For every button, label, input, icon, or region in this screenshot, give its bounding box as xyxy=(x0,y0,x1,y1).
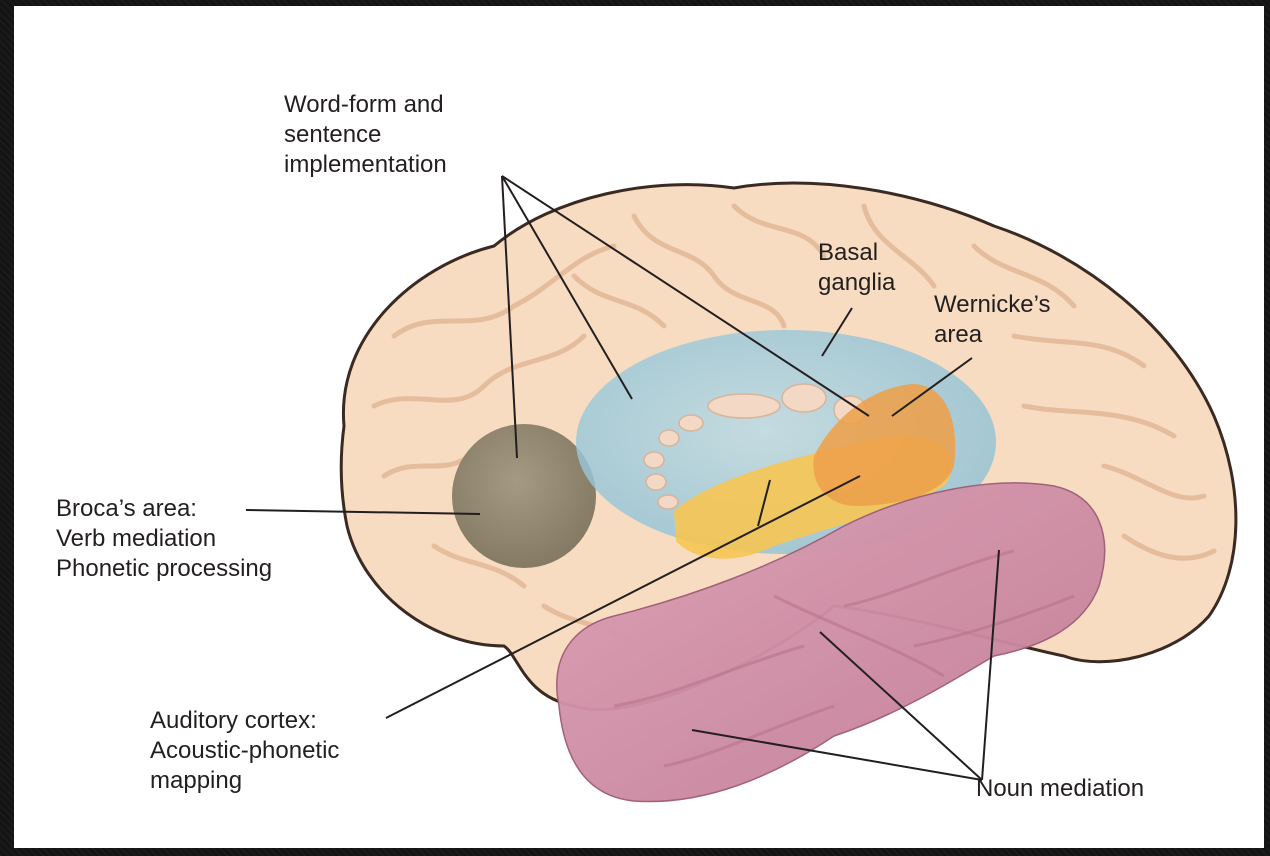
label-wernicke-line-2: area xyxy=(934,320,1050,350)
label-wernicke: Wernicke’s area xyxy=(934,290,1050,350)
figure-panel: Word-form and sentence implementation Ba… xyxy=(14,6,1264,848)
label-broca-line-2: Verb mediation xyxy=(56,524,272,554)
label-word-form-line-3: implementation xyxy=(284,150,447,180)
label-broca-line-3: Phonetic processing xyxy=(56,554,272,584)
label-word-form-line-1: Word-form and xyxy=(284,90,447,120)
label-basal-ganglia: Basal ganglia xyxy=(818,238,895,298)
label-wernicke-line-1: Wernicke’s xyxy=(934,290,1050,320)
label-noun-line-1: Noun mediation xyxy=(976,774,1144,804)
label-auditory-line-2: Acoustic-phonetic xyxy=(150,736,339,766)
label-broca-line-1: Broca’s area: xyxy=(56,494,272,524)
label-noun-mediation: Noun mediation xyxy=(976,774,1144,804)
label-basal-ganglia-line-1: Basal xyxy=(818,238,895,268)
broca-area-region xyxy=(452,424,596,568)
label-auditory-line-1: Auditory cortex: xyxy=(150,706,339,736)
label-broca: Broca’s area: Verb mediation Phonetic pr… xyxy=(56,494,272,584)
label-word-form: Word-form and sentence implementation xyxy=(284,90,447,180)
label-basal-ganglia-line-2: ganglia xyxy=(818,268,895,298)
label-auditory-cortex: Auditory cortex: Acoustic-phonetic mappi… xyxy=(150,706,339,796)
label-word-form-line-2: sentence xyxy=(284,120,447,150)
label-auditory-line-3: mapping xyxy=(150,766,339,796)
